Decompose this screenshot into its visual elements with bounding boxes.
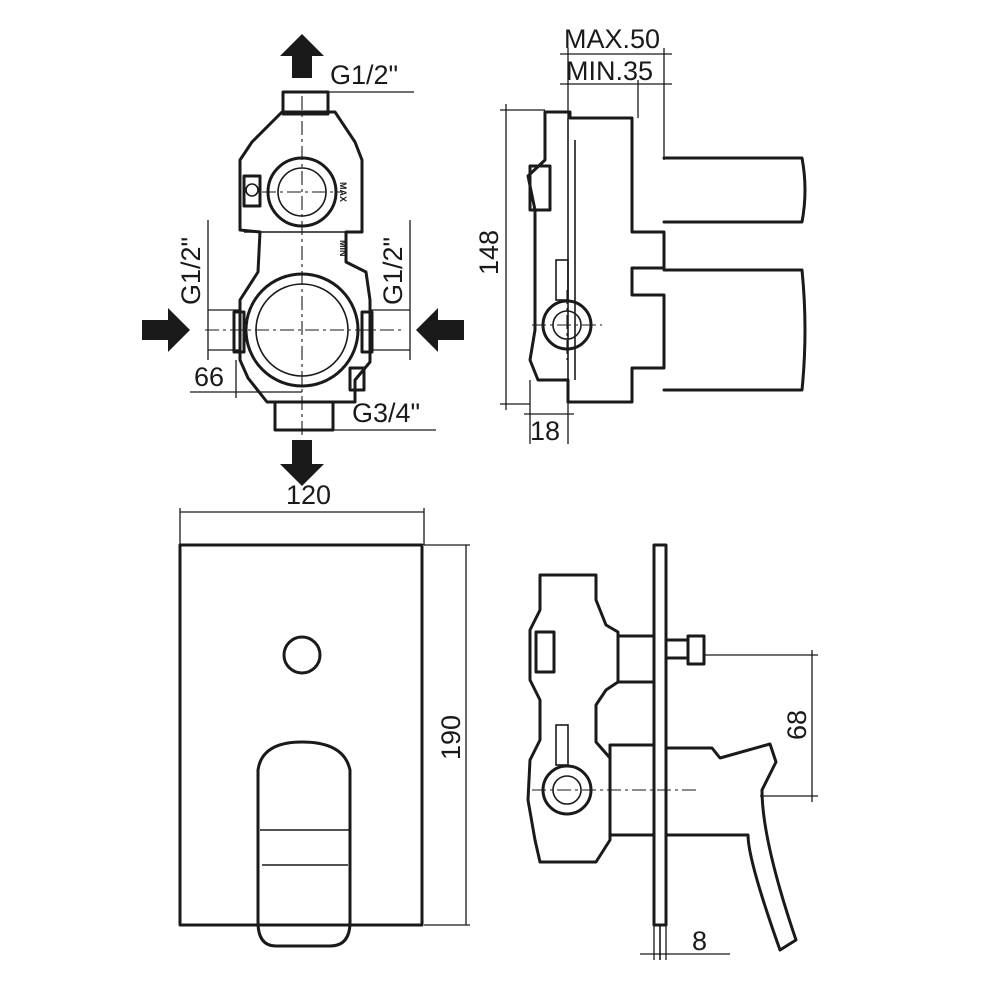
down-arrow-icon (280, 440, 324, 486)
max-depth-label: MAX.50 (564, 24, 660, 54)
dim-190: 190 (436, 715, 466, 760)
flow-arrows (142, 34, 464, 486)
top-outlet-label: G1/2" (330, 60, 398, 90)
cover-plate-dimensions: 120 190 (179, 480, 470, 926)
min-depth-label: MIN.35 (566, 56, 653, 86)
valve-body-front-view: MAX MIN (205, 90, 405, 436)
dim-120: 120 (286, 480, 331, 510)
valve-body-side-view (526, 110, 807, 404)
side-view-dimensions: MAX.50 MIN.35 148 18 (474, 24, 672, 446)
right-inlet-label: G1/2" (378, 237, 408, 305)
dim-148: 148 (474, 230, 504, 275)
dim-66: 66 (194, 362, 224, 392)
dim-18: 18 (530, 416, 560, 446)
front-view-dimensions: G1/2" G1/2" G1/2" 66 G3/4" (176, 60, 436, 431)
max-mark: MAX (338, 182, 348, 202)
right-arrow-icon (142, 308, 190, 352)
assembled-side-view (526, 543, 798, 960)
dim-8: 8 (692, 926, 707, 956)
up-arrow-icon (280, 34, 324, 78)
dim-68: 68 (782, 710, 812, 740)
min-mark: MIN (338, 240, 348, 257)
left-arrow-icon (416, 308, 464, 352)
cover-plate-front-view (178, 543, 424, 948)
left-inlet-label: G1/2" (176, 237, 206, 305)
bottom-outlet-label: G3/4" (352, 398, 420, 428)
assembled-side-dimensions: 68 8 (640, 650, 818, 960)
